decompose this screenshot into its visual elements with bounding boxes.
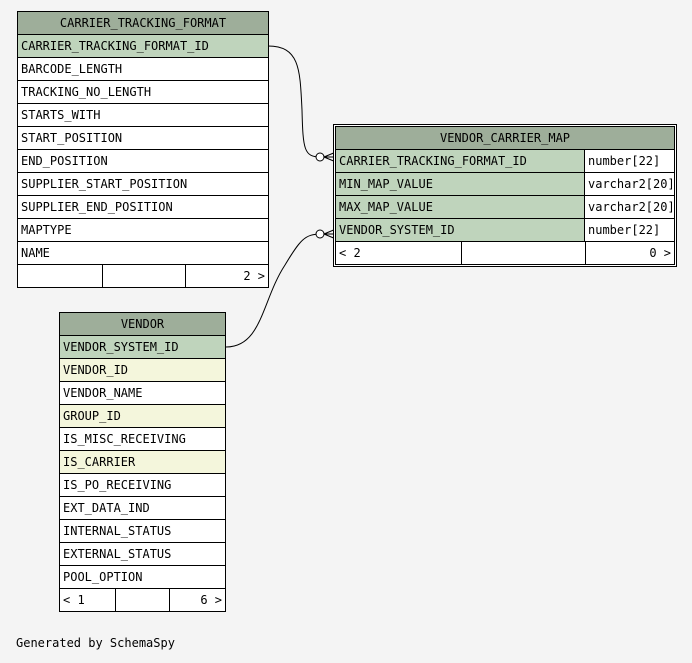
table-title[interactable]: VENDOR_CARRIER_MAP — [336, 127, 674, 150]
parents-count[interactable]: < 2 — [339, 246, 361, 260]
column-name: END_POSITION — [21, 154, 108, 168]
column-type: number[22] — [584, 150, 674, 172]
column-row[interactable]: VENDOR_SYSTEM_ID — [60, 336, 225, 359]
table-footer: < 2 0 > — [336, 242, 674, 264]
column-name: POOL_OPTION — [63, 570, 143, 584]
table-vendor-carrier-map[interactable]: VENDOR_CARRIER_MAP CARRIER_TRACKING_FORM… — [333, 124, 677, 267]
column-row[interactable]: STARTS_WITH — [18, 104, 268, 127]
column-row[interactable]: START_POSITION — [18, 127, 268, 150]
column-name: IS_MISC_RECEIVING — [63, 432, 186, 446]
column-name: IS_CARRIER — [63, 455, 136, 469]
column-name: NAME — [21, 246, 50, 260]
column-row[interactable]: GROUP_ID — [60, 405, 225, 428]
children-count[interactable]: 6 > — [169, 589, 225, 611]
column-row[interactable]: NAME — [18, 242, 268, 265]
column-row[interactable]: MIN_MAP_VALUE varchar2[20] — [336, 173, 674, 196]
column-row[interactable]: EXTERNAL_STATUS — [60, 543, 225, 566]
column-type: number[22] — [584, 219, 674, 241]
column-row[interactable]: VENDOR_ID — [60, 359, 225, 382]
table-vendor[interactable]: VENDOR VENDOR_SYSTEM_ID VENDOR_ID VENDOR… — [59, 312, 226, 612]
column-name: START_POSITION — [21, 131, 123, 145]
column-name: CARRIER_TRACKING_FORMAT_ID — [339, 154, 527, 168]
column-name: VENDOR_NAME — [63, 386, 143, 400]
column-row[interactable]: INTERNAL_STATUS — [60, 520, 225, 543]
children-count[interactable]: 2 > — [185, 265, 268, 287]
column-name: VENDOR_ID — [63, 363, 129, 377]
column-type: varchar2[20] — [584, 173, 674, 195]
table-footer: < 1 6 > — [60, 589, 225, 611]
column-row[interactable]: IS_CARRIER — [60, 451, 225, 474]
generated-by-label: Generated by SchemaSpy — [16, 636, 175, 650]
table-title[interactable]: VENDOR — [60, 313, 225, 336]
column-row[interactable]: MAPTYPE — [18, 219, 268, 242]
column-row[interactable]: BARCODE_LENGTH — [18, 58, 268, 81]
column-row[interactable]: EXT_DATA_IND — [60, 497, 225, 520]
column-name: EXTERNAL_STATUS — [63, 547, 172, 561]
column-type: varchar2[20] — [584, 196, 674, 218]
column-name: SUPPLIER_START_POSITION — [21, 177, 188, 191]
column-row[interactable]: VENDOR_SYSTEM_ID number[22] — [336, 219, 674, 242]
relation-optional-marker — [315, 229, 325, 239]
table-title[interactable]: CARRIER_TRACKING_FORMAT — [18, 12, 268, 35]
column-name: EXT_DATA_IND — [63, 501, 150, 515]
rows-count — [102, 265, 185, 287]
relation-carrier-tracking-format-to-map — [267, 45, 322, 158]
column-row[interactable]: SUPPLIER_END_POSITION — [18, 196, 268, 219]
column-row[interactable]: END_POSITION — [18, 150, 268, 173]
column-name: VENDOR_SYSTEM_ID — [339, 223, 455, 237]
rows-count — [115, 589, 169, 611]
column-row[interactable]: CARRIER_TRACKING_FORMAT_ID — [18, 35, 268, 58]
column-name: GROUP_ID — [63, 409, 121, 423]
column-row[interactable]: IS_MISC_RECEIVING — [60, 428, 225, 451]
table-carrier-tracking-format[interactable]: CARRIER_TRACKING_FORMAT CARRIER_TRACKING… — [17, 11, 269, 288]
column-name: BARCODE_LENGTH — [21, 62, 123, 76]
column-row[interactable]: TRACKING_NO_LENGTH — [18, 81, 268, 104]
children-count[interactable]: 0 > — [585, 242, 674, 264]
column-name: IS_PO_RECEIVING — [63, 478, 172, 492]
column-name: TRACKING_NO_LENGTH — [21, 85, 152, 99]
column-row[interactable]: MAX_MAP_VALUE varchar2[20] — [336, 196, 674, 219]
column-name: MIN_MAP_VALUE — [339, 177, 433, 191]
column-row[interactable]: POOL_OPTION — [60, 566, 225, 589]
column-row[interactable]: SUPPLIER_START_POSITION — [18, 173, 268, 196]
column-name: MAPTYPE — [21, 223, 72, 237]
column-name: MAX_MAP_VALUE — [339, 200, 433, 214]
rows-count — [461, 242, 585, 264]
relation-optional-marker — [315, 152, 325, 162]
column-name: INTERNAL_STATUS — [63, 524, 172, 538]
column-row[interactable]: CARRIER_TRACKING_FORMAT_ID number[22] — [336, 150, 674, 173]
column-name: CARRIER_TRACKING_FORMAT_ID — [21, 39, 209, 53]
parents-count[interactable]: < 1 — [63, 593, 85, 607]
column-name: STARTS_WITH — [21, 108, 101, 122]
column-row[interactable]: VENDOR_NAME — [60, 382, 225, 405]
column-name: SUPPLIER_END_POSITION — [21, 200, 173, 214]
parents-count[interactable] — [18, 265, 102, 287]
table-footer: 2 > — [18, 265, 268, 287]
column-name: VENDOR_SYSTEM_ID — [63, 340, 179, 354]
column-row[interactable]: IS_PO_RECEIVING — [60, 474, 225, 497]
